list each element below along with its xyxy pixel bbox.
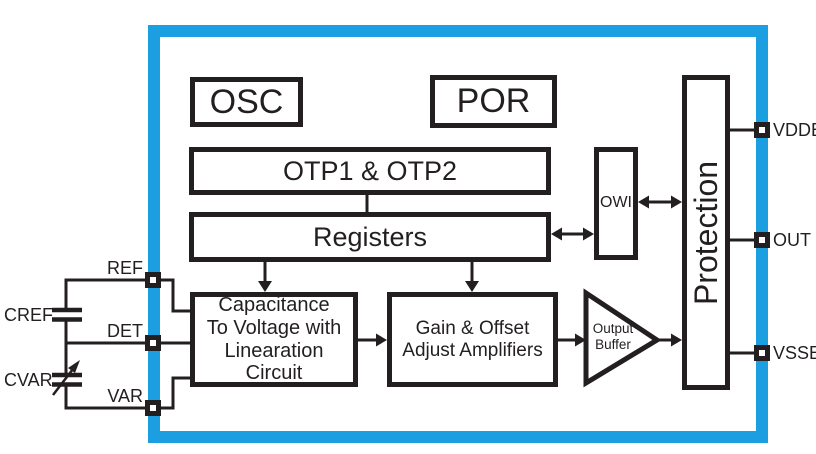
block-protection-label: Protection [687, 160, 724, 305]
pin-label-out: OUT [773, 230, 811, 250]
output-buffer-triangle [583, 288, 662, 388]
pin-label-vdde: VDDE [773, 120, 816, 140]
arrow-registers-owi-bidirectional [551, 227, 594, 241]
arrow-gain-to-buffer [556, 333, 586, 347]
block-por: POR [430, 75, 557, 128]
pin-vdde [754, 122, 770, 138]
block-gain-offset-line2: Adjust Amplifiers [402, 339, 543, 361]
pin-det [145, 335, 161, 351]
block-cap-to-voltage-line3: Linearation [224, 339, 324, 362]
block-cap-to-voltage-line1: Capacitance [218, 294, 330, 317]
arrow-registers-to-gain [465, 262, 479, 292]
arrow-owi-protection-bidirectional [638, 195, 682, 209]
output-buffer-line2: Buffer [595, 336, 631, 352]
block-otp-label: OTP1 & OTP2 [282, 155, 458, 186]
pin-label-var: VAR [107, 386, 143, 406]
block-osc: OSC [190, 77, 303, 127]
arrow-captovoltage-to-gain [357, 333, 387, 347]
block-registers-label: Registers [312, 221, 428, 252]
wire-ref-pin-to-block [159, 278, 192, 313]
arrow-registers-to-captovoltage [258, 262, 272, 292]
block-cap-to-voltage: Capacitance To Voltage with Linearation … [190, 292, 358, 387]
block-owi: OWI [594, 147, 638, 260]
pin-vsse-core [759, 350, 765, 356]
cref-capacitor-symbol [52, 307, 82, 322]
block-registers: Registers [189, 212, 551, 262]
pin-out-core [759, 237, 765, 243]
pin-det-core [150, 340, 156, 346]
pin-ref-core [150, 277, 156, 283]
cvar-label: CVAR [4, 370, 53, 390]
block-cap-to-voltage-line4: Circuit [245, 362, 303, 385]
pin-out [754, 232, 770, 248]
cref-label: CREF [4, 305, 53, 325]
pin-ref [145, 272, 161, 288]
output-buffer-line1: Output [592, 321, 634, 336]
pin-vsse [754, 345, 770, 361]
block-otp: OTP1 & OTP2 [189, 147, 551, 195]
output-buffer-label: Output Buffer [584, 321, 642, 353]
pin-label-det: DET [107, 321, 143, 341]
block-cap-to-voltage-line2: To Voltage with [206, 316, 342, 339]
cvar-variable-capacitor-symbol [52, 360, 82, 396]
block-osc-label: OSC [209, 82, 284, 121]
block-por-label: POR [456, 82, 531, 121]
pin-label-vsse: VSSE [773, 343, 816, 363]
arrow-buffer-to-protection [657, 333, 682, 347]
pin-label-ref: REF [107, 258, 143, 278]
block-protection: Protection [682, 75, 730, 390]
pin-var-core [150, 405, 156, 411]
block-gain-offset: Gain & Offset Adjust Amplifiers [387, 292, 558, 387]
pin-var [145, 400, 161, 416]
pin-vdde-core [759, 127, 765, 133]
wire-var-pin-to-block [159, 376, 192, 410]
block-gain-offset-line1: Gain & Offset [415, 318, 530, 340]
block-owi-label: OWI [600, 194, 632, 212]
